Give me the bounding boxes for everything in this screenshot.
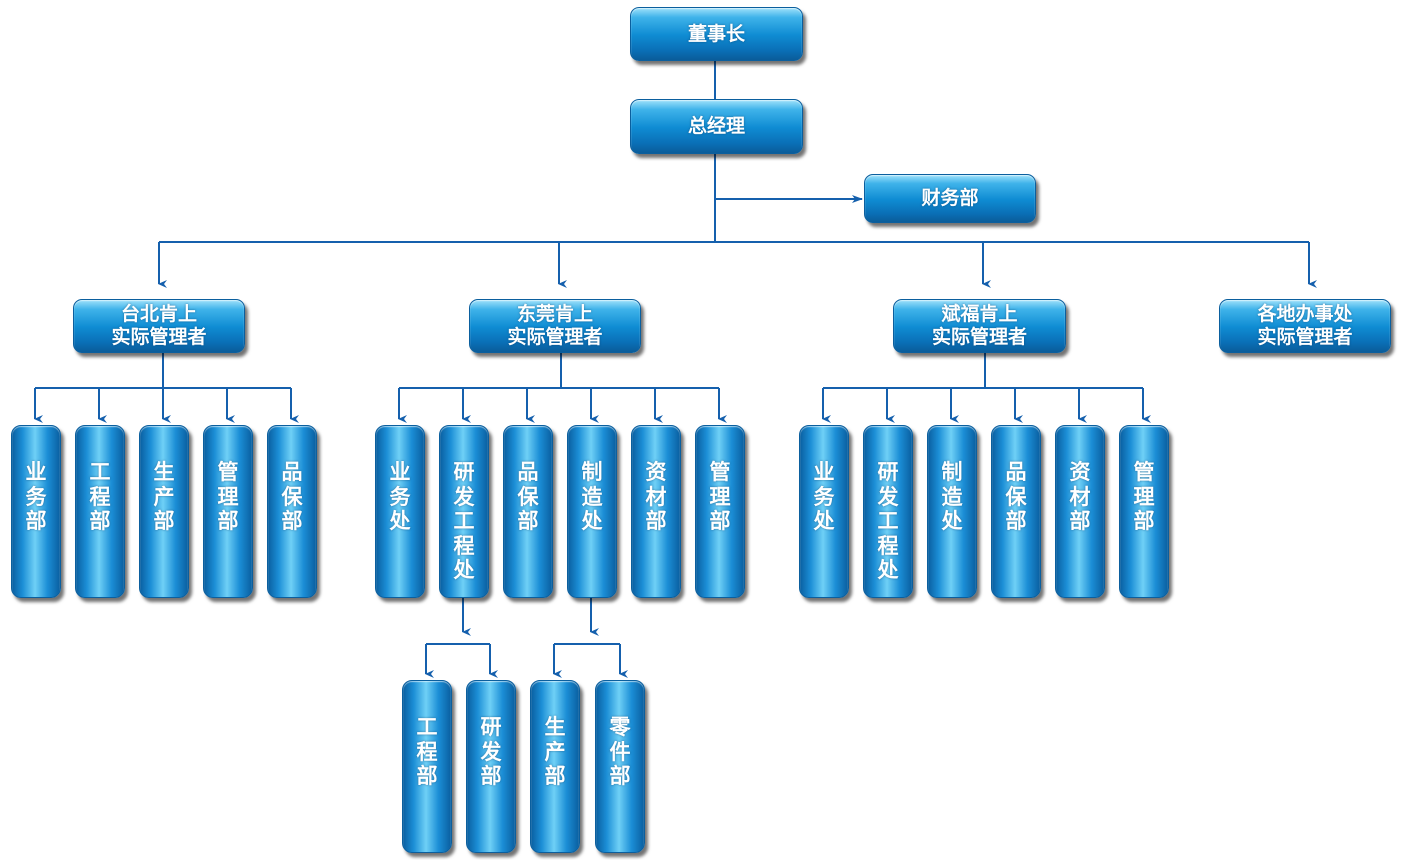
dongguan-dept: 品保部 [503,425,553,598]
branch-binfu-label: 斌福肯上 实际管理者 [931,303,1027,348]
dept-label: 品保部 [517,460,539,533]
dept-label: 业务处 [813,460,835,533]
binfu-dept: 管理部 [1119,425,1169,598]
taipei-dept: 业务部 [11,425,61,598]
dongguan-dept: 业务处 [375,425,425,598]
taipei-dept: 管理部 [203,425,253,598]
branch-dongguan-label: 东莞肯上 实际管理者 [507,303,603,348]
dept-label: 资材部 [1069,460,1091,533]
taipei-dept: 生产部 [139,425,189,598]
branch-binfu-box: 斌福肯上 实际管理者 [893,299,1066,353]
taipei-dept: 品保部 [267,425,317,598]
rd-sub-dept: 研发部 [466,680,516,853]
dept-label: 工程部 [89,460,111,533]
general-manager-box: 总经理 [630,99,803,154]
dept-label: 制造处 [941,460,963,533]
binfu-dept: 研发工程处 [863,425,913,598]
dept-label: 生产部 [153,460,175,533]
finance-box: 财务部 [864,174,1036,223]
branch-taipei-box: 台北肯上 实际管理者 [73,299,245,353]
chairman-label: 董事长 [687,22,745,45]
dept-label: 业务部 [25,460,47,533]
dept-label: 研发工程处 [877,460,899,582]
finance-label: 财务部 [921,187,979,209]
binfu-dept: 业务处 [799,425,849,598]
binfu-dept: 制造处 [927,425,977,598]
dept-label: 制造处 [581,460,603,533]
binfu-dept: 资材部 [1055,425,1105,598]
taipei-dept: 工程部 [75,425,125,598]
dept-label: 研发工程处 [453,460,475,582]
dept-label: 资材部 [645,460,667,533]
dept-label: 生产部 [544,715,566,788]
dept-label: 品保部 [1005,460,1027,533]
chairman-box: 董事长 [630,7,803,61]
dongguan-dept: 制造处 [567,425,617,598]
dept-label: 工程部 [416,715,438,788]
branch-offices-label: 各地办事处 实际管理者 [1257,303,1353,348]
branch-offices-box: 各地办事处 实际管理者 [1219,299,1391,353]
dongguan-dept: 资材部 [631,425,681,598]
manufacturing-sub-dept: 生产部 [530,680,580,853]
dept-label: 管理部 [217,460,239,533]
dept-label: 品保部 [281,460,303,533]
branch-dongguan-box: 东莞肯上 实际管理者 [469,299,641,353]
dept-label: 研发部 [480,715,502,788]
branch-taipei-label: 台北肯上 实际管理者 [111,303,207,348]
general-manager-label: 总经理 [687,115,745,137]
rd-sub-dept: 工程部 [402,680,452,853]
dept-label: 零件部 [609,715,631,788]
dongguan-dept: 管理部 [695,425,745,598]
dongguan-dept: 研发工程处 [439,425,489,598]
dept-label: 业务处 [389,460,411,533]
dept-label: 管理部 [709,460,731,533]
manufacturing-sub-dept: 零件部 [595,680,645,853]
dept-label: 管理部 [1133,460,1155,533]
binfu-dept: 品保部 [991,425,1041,598]
